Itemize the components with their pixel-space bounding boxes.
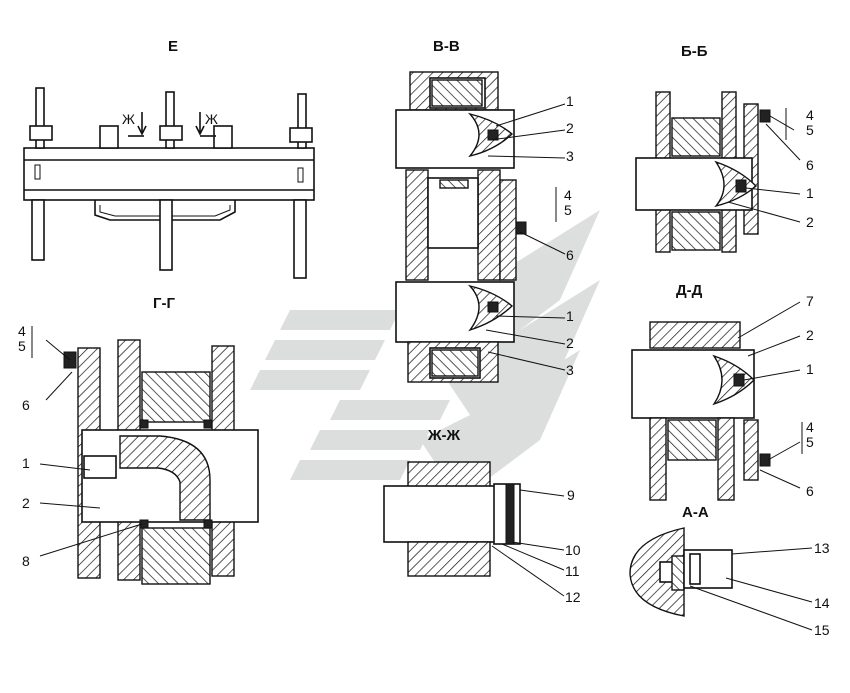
gg-callout-1: 1 xyxy=(22,455,30,471)
view-dd-title: Д-Д xyxy=(676,282,703,299)
vv-callout-5: 5 xyxy=(564,202,572,218)
zhzh-callout-10: 10 xyxy=(565,542,581,558)
gg-callout-5: 5 xyxy=(18,338,26,354)
gg-callout-2: 2 xyxy=(22,495,30,511)
vv-callout-4: 4 xyxy=(564,187,572,203)
view-vv-title: В-В xyxy=(433,38,460,55)
gg-callout-8: 8 xyxy=(22,553,30,569)
zhzh-callout-9: 9 xyxy=(567,487,575,503)
view-aa: А-А 13 14 15 xyxy=(629,504,830,638)
section-marker-zh-left: Ж xyxy=(122,111,135,127)
bb-callout-2: 2 xyxy=(806,214,814,230)
view-zhzh-title: Ж-Ж xyxy=(427,427,461,444)
view-gg: Г-Г 4 5 6 1 2 8 xyxy=(18,295,259,585)
aa-callout-14: 14 xyxy=(814,595,830,611)
section-marker-zh-right: Ж xyxy=(205,111,218,127)
dd-callout-1: 1 xyxy=(806,361,814,377)
view-bb: Б-Б 4 5 6 1 2 xyxy=(635,43,814,253)
view-zhzh: Ж-Ж 9 10 11 12 xyxy=(383,427,581,605)
zhzh-callout-11: 11 xyxy=(565,563,580,579)
dd-callout-7: 7 xyxy=(806,293,814,309)
dd-callout-2: 2 xyxy=(806,327,814,343)
dd-callout-5: 5 xyxy=(806,434,814,450)
aa-callout-15: 15 xyxy=(814,622,830,638)
aa-callout-13: 13 xyxy=(814,540,830,556)
vv-callout-2: 2 xyxy=(566,120,574,136)
bb-callout-4: 4 xyxy=(806,107,814,123)
vv-callout-6: 6 xyxy=(566,247,574,263)
view-e-title: Е xyxy=(168,38,178,55)
bb-callout-6: 6 xyxy=(806,157,814,173)
bb-callout-5: 5 xyxy=(806,122,814,138)
zhzh-callout-12: 12 xyxy=(565,589,581,605)
vv-callout-1: 1 xyxy=(566,93,574,109)
dd-callout-6: 6 xyxy=(806,483,814,499)
view-bb-title: Б-Б xyxy=(681,43,708,60)
vv-callout-1b: 1 xyxy=(566,308,574,324)
view-aa-title: А-А xyxy=(682,504,709,521)
vv-callout-2b: 2 xyxy=(566,335,574,351)
view-e: Е Ж Ж xyxy=(23,38,315,279)
vv-callout-3: 3 xyxy=(566,148,574,164)
gg-callout-6: 6 xyxy=(22,397,30,413)
gg-callout-4: 4 xyxy=(18,323,26,339)
bb-callout-1: 1 xyxy=(806,185,814,201)
view-dd: Д-Д 7 2 1 4 5 6 xyxy=(631,282,814,501)
view-vv: В-В 1 2 3 4 5 6 1 xyxy=(395,38,574,383)
dd-callout-4: 4 xyxy=(806,419,814,435)
vv-callout-3b: 3 xyxy=(566,362,574,378)
view-gg-title: Г-Г xyxy=(153,295,175,312)
